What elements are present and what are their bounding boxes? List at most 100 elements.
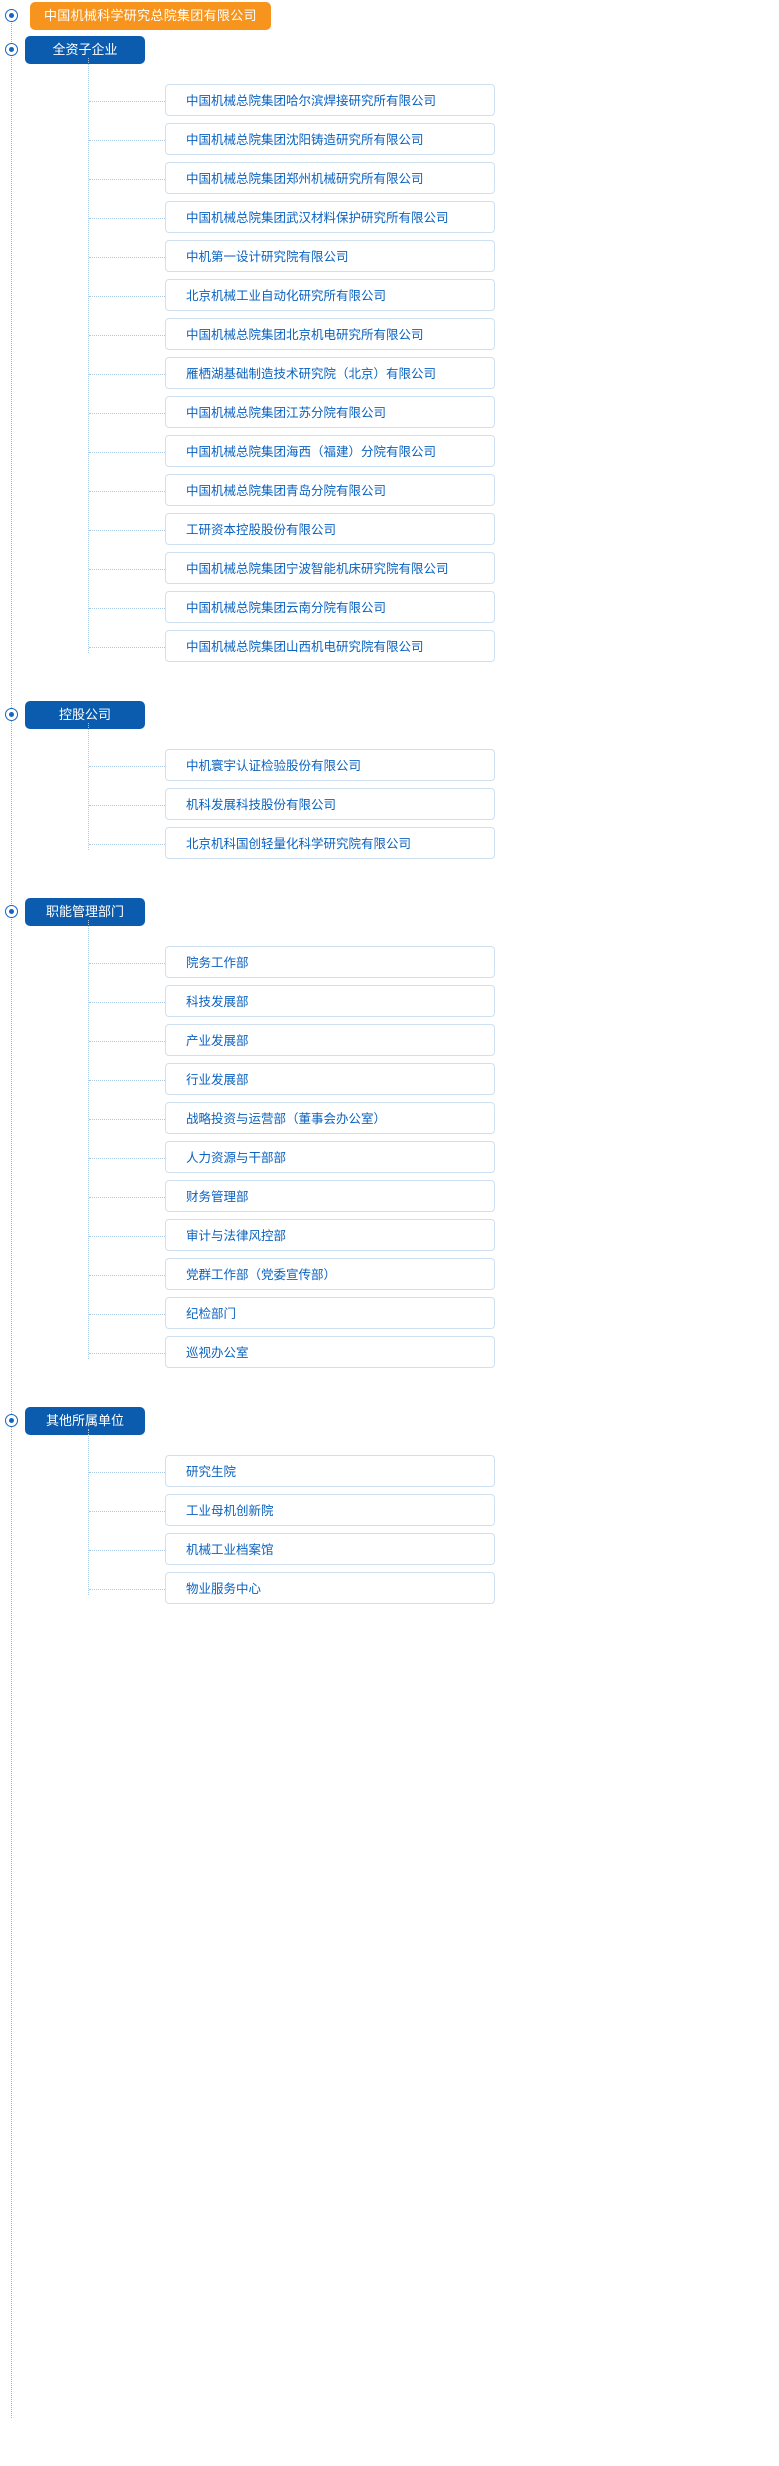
leaf-row: 研究生院 [0,1453,779,1492]
leaf-row: 中国机械总院集团江苏分院有限公司 [0,394,779,433]
leaf-connector [89,335,165,336]
leaf-connector [89,452,165,453]
leaf-row: 中国机械总院集团海西（福建）分院有限公司 [0,433,779,472]
leaf-node[interactable]: 机科发展科技股份有限公司 [165,788,495,820]
section-head: 控股公司 [0,701,779,747]
leaf-connector [89,1236,165,1237]
leaf-connector [89,1511,165,1512]
leaf-node[interactable]: 科技发展部 [165,985,495,1017]
leaf-node[interactable]: 工业母机创新院 [165,1494,495,1526]
leaf-node[interactable]: 战略投资与运营部（董事会办公室） [165,1102,495,1134]
leaf-node[interactable]: 中国机械总院集团山西机电研究院有限公司 [165,630,495,662]
org-section: 其他所属单位研究生院工业母机创新院机械工业档案馆物业服务中心 [0,1381,779,1617]
leaf-node[interactable]: 中国机械总院集团青岛分院有限公司 [165,474,495,506]
leaf-row: 巡视办公室 [0,1334,779,1373]
leaf-connector [89,1041,165,1042]
leaf-node[interactable]: 中国机械总院集团宁波智能机床研究院有限公司 [165,552,495,584]
leaf-row: 工研资本控股股份有限公司 [0,511,779,550]
child-spine [88,58,89,653]
leaf-node[interactable]: 工研资本控股股份有限公司 [165,513,495,545]
leaf-node[interactable]: 中国机械总院集团云南分院有限公司 [165,591,495,623]
leaf-node[interactable]: 人力资源与干部部 [165,1141,495,1173]
leaf-node[interactable]: 党群工作部（党委宣传部） [165,1258,495,1290]
leaf-row: 战略投资与运营部（董事会办公室） [0,1100,779,1139]
leaf-node[interactable]: 中国机械总院集团武汉材料保护研究所有限公司 [165,201,495,233]
leaf-connector [89,766,165,767]
section-node-3[interactable]: 其他所属单位 [25,1407,145,1435]
leaf-node[interactable]: 纪检部门 [165,1297,495,1329]
leaf-row: 中国机械总院集团武汉材料保护研究所有限公司 [0,199,779,238]
root-row: 中国机械科学研究总院集团有限公司 [0,0,779,36]
leaf-connector [89,608,165,609]
leaf-row: 中机第一设计研究院有限公司 [0,238,779,277]
leaf-connector [89,1158,165,1159]
leaf-connector [89,1550,165,1551]
section-head: 全资子企业 [0,36,779,82]
leaf-connector [89,1472,165,1473]
leaf-row: 雁栖湖基础制造技术研究院（北京）有限公司 [0,355,779,394]
section-node-2[interactable]: 职能管理部门 [25,898,145,926]
section-bullet-icon [5,708,18,721]
leaf-node[interactable]: 机械工业档案馆 [165,1533,495,1565]
leaf-node[interactable]: 物业服务中心 [165,1572,495,1604]
leaf-node[interactable]: 研究生院 [165,1455,495,1487]
leaf-connector [89,140,165,141]
leaf-node[interactable]: 中机第一设计研究院有限公司 [165,240,495,272]
leaf-node[interactable]: 中国机械总院集团郑州机械研究所有限公司 [165,162,495,194]
leaf-node[interactable]: 院务工作部 [165,946,495,978]
leaf-node[interactable]: 中国机械总院集团沈阳铸造研究所有限公司 [165,123,495,155]
root-bullet-icon [5,9,18,22]
leaf-node[interactable]: 中国机械总院集团海西（福建）分院有限公司 [165,435,495,467]
leaf-node[interactable]: 巡视办公室 [165,1336,495,1368]
leaf-node[interactable]: 产业发展部 [165,1024,495,1056]
section-children: 中机寰宇认证检验股份有限公司机科发展科技股份有限公司北京机科国创轻量化科学研究院… [0,723,779,872]
section-bullet-icon [5,905,18,918]
leaf-row: 产业发展部 [0,1022,779,1061]
leaf-connector [89,257,165,258]
leaf-row: 机科发展科技股份有限公司 [0,786,779,825]
section-bullet-icon [5,43,18,56]
leaf-connector [89,218,165,219]
root-node[interactable]: 中国机械科学研究总院集团有限公司 [30,2,271,30]
leaf-row: 机械工业档案馆 [0,1531,779,1570]
leaf-node[interactable]: 北京机科国创轻量化科学研究院有限公司 [165,827,495,859]
section-gap [0,872,779,898]
leaf-node[interactable]: 财务管理部 [165,1180,495,1212]
leaf-node[interactable]: 审计与法律风控部 [165,1219,495,1251]
section-head: 其他所属单位 [0,1407,779,1453]
leaf-node[interactable]: 中国机械总院集团哈尔滨焊接研究所有限公司 [165,84,495,116]
org-section: 职能管理部门院务工作部科技发展部产业发展部行业发展部战略投资与运营部（董事会办公… [0,872,779,1381]
leaf-row: 审计与法律风控部 [0,1217,779,1256]
leaf-node[interactable]: 雁栖湖基础制造技术研究院（北京）有限公司 [165,357,495,389]
leaf-row: 党群工作部（党委宣传部） [0,1256,779,1295]
leaf-connector [89,1080,165,1081]
leaf-connector [89,1589,165,1590]
leaf-node[interactable]: 中机寰宇认证检验股份有限公司 [165,749,495,781]
leaf-row: 财务管理部 [0,1178,779,1217]
leaf-row: 中国机械总院集团沈阳铸造研究所有限公司 [0,121,779,160]
section-node-1[interactable]: 控股公司 [25,701,145,729]
leaf-node[interactable]: 行业发展部 [165,1063,495,1095]
section-children: 中国机械总院集团哈尔滨焊接研究所有限公司中国机械总院集团沈阳铸造研究所有限公司中… [0,58,779,675]
leaf-connector [89,491,165,492]
leaf-node[interactable]: 北京机械工业自动化研究所有限公司 [165,279,495,311]
leaf-node[interactable]: 中国机械总院集团江苏分院有限公司 [165,396,495,428]
leaf-row: 行业发展部 [0,1061,779,1100]
org-section: 全资子企业中国机械总院集团哈尔滨焊接研究所有限公司中国机械总院集团沈阳铸造研究所… [0,36,779,675]
child-spine [88,920,89,1359]
leaf-row: 物业服务中心 [0,1570,779,1609]
leaf-row: 中机寰宇认证检验股份有限公司 [0,747,779,786]
leaf-connector [89,413,165,414]
leaf-connector [89,963,165,964]
section-head: 职能管理部门 [0,898,779,944]
section-children: 研究生院工业母机创新院机械工业档案馆物业服务中心 [0,1429,779,1617]
leaf-row: 中国机械总院集团哈尔滨焊接研究所有限公司 [0,82,779,121]
leaf-connector [89,844,165,845]
section-gap [0,675,779,701]
child-spine [88,1429,89,1595]
section-node-0[interactable]: 全资子企业 [25,36,145,64]
leaf-row: 中国机械总院集团山西机电研究院有限公司 [0,628,779,667]
leaf-connector [89,1353,165,1354]
leaf-node[interactable]: 中国机械总院集团北京机电研究所有限公司 [165,318,495,350]
